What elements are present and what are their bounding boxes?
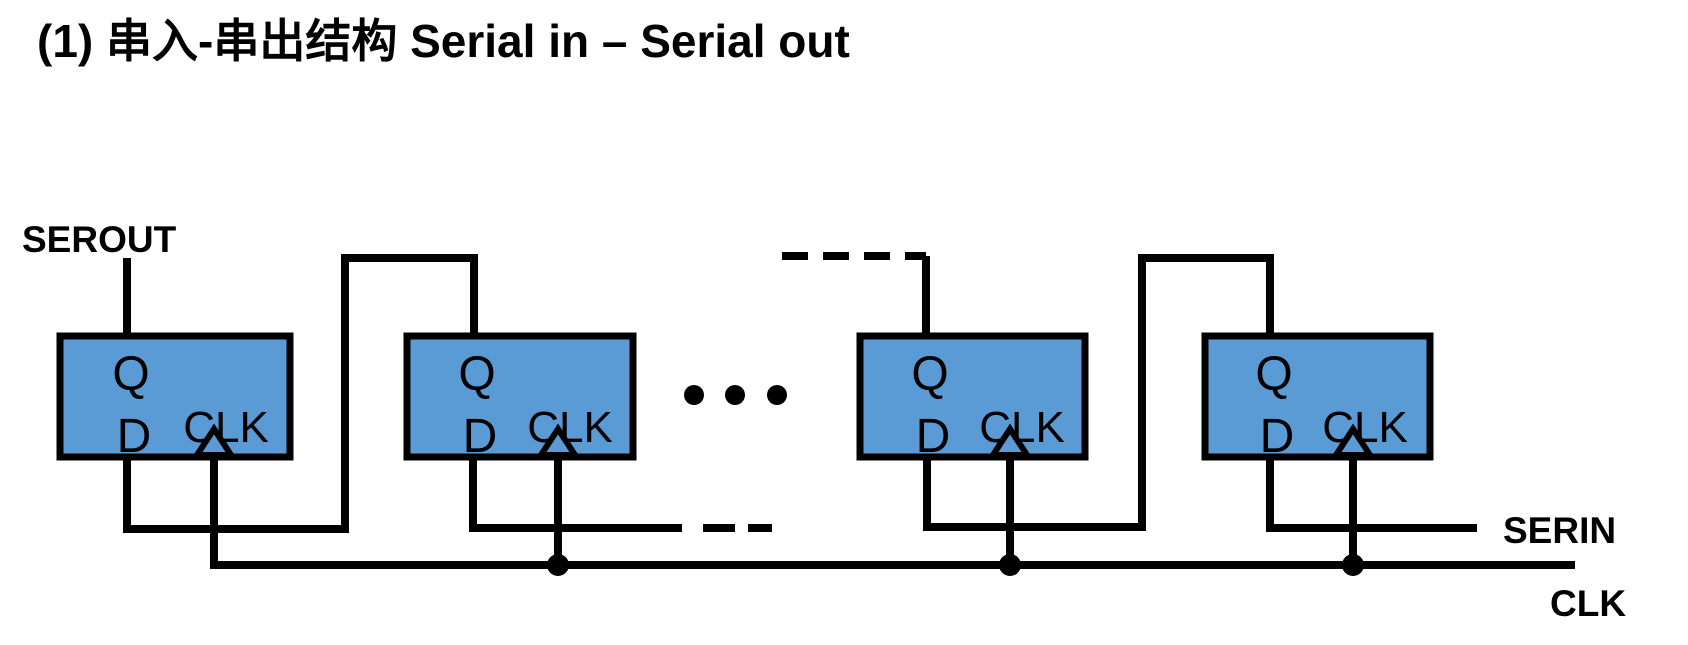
page-title: (1) 串入-串出结构 Serial in – Serial out	[37, 15, 850, 67]
clk-junction-dot-ff4	[1342, 554, 1364, 576]
flipflop-1-clock-edge-icon	[191, 423, 237, 458]
flipflop-3-q-label: Q	[911, 348, 948, 401]
flipflop-1-d-label: D	[117, 410, 152, 463]
ellipsis-dot-2	[725, 385, 745, 405]
flipflop-3-d-label: D	[916, 410, 951, 463]
clk-bus-label: CLK	[1550, 583, 1626, 624]
wire-ff2q-to-ff1d	[123, 254, 478, 533]
flipflop-3-clock-edge-icon	[987, 423, 1033, 458]
flipflop-3: Q D CLK	[856, 332, 1089, 463]
flipflop-4-d-label: D	[1260, 410, 1295, 463]
flipflop-2: Q D CLK	[403, 332, 637, 463]
flipflop-1: Q D CLK	[56, 332, 294, 463]
serin-label: SERIN	[1503, 510, 1616, 551]
flipflop-1-body	[56, 332, 294, 461]
wire-ff2d-tail	[469, 457, 682, 532]
ellipsis-dots	[684, 385, 787, 405]
flipflop-4-body	[1201, 332, 1434, 461]
flipflop-3-body	[856, 332, 1089, 461]
clk-junction-dot-ff3	[999, 554, 1021, 576]
clk-junction-dot-ff2	[547, 554, 569, 576]
flipflop-2-body	[403, 332, 637, 461]
wire-ff4q-to-ff3d	[923, 254, 1274, 531]
ellipsis-dot-1	[684, 385, 704, 405]
serout-label: SEROUT	[22, 219, 177, 260]
ellipsis-dot-3	[767, 385, 787, 405]
flipflop-4-clock-edge-icon	[1330, 423, 1376, 458]
flipflop-2-q-label: Q	[458, 348, 495, 401]
flipflop-4-q-label: Q	[1255, 348, 1292, 401]
flipflop-2-clock-edge-icon	[535, 423, 581, 458]
clk-bus	[210, 457, 1575, 569]
flipflop-1-q-label: Q	[112, 348, 149, 401]
flipflop-2-d-label: D	[463, 410, 498, 463]
flipflop-4: Q D CLK	[1201, 332, 1434, 463]
wire-serin-to-ff4d	[1266, 457, 1477, 532]
